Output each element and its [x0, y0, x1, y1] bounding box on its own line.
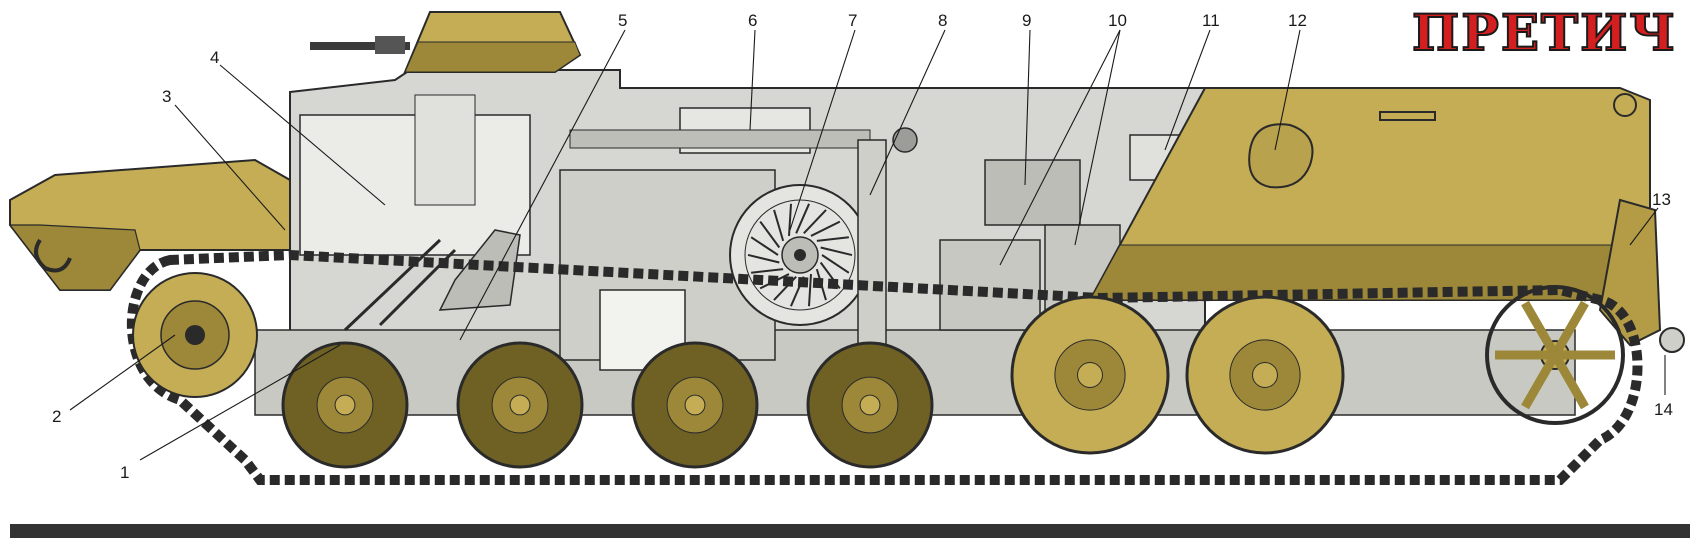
idler-spoke — [1521, 352, 1559, 410]
fuel-tank-left — [939, 239, 1041, 331]
driver-panel — [414, 94, 476, 206]
fan-blade — [803, 209, 827, 235]
fan-blade — [820, 246, 853, 257]
leader-13 — [1629, 207, 1659, 246]
machine-gun-mount — [375, 36, 405, 54]
fan-blade — [816, 236, 849, 242]
callout-10: 10 — [1108, 11, 1127, 30]
callout-1: 1 — [120, 463, 129, 482]
fan-blade — [821, 254, 850, 274]
turret-shade — [404, 41, 581, 73]
leader-3 — [174, 104, 286, 231]
leader-7 — [789, 29, 856, 231]
callout-12: 12 — [1288, 11, 1307, 30]
fan-blade — [750, 236, 779, 256]
road-wheel — [1185, 295, 1345, 455]
callout-11: 11 — [1202, 11, 1220, 30]
leader-6 — [749, 29, 756, 131]
road-wheel — [1010, 295, 1170, 455]
leader-2 — [69, 334, 176, 411]
callout-leaders — [69, 29, 1666, 461]
fan-blade — [795, 203, 810, 234]
rear-hatch — [1248, 123, 1314, 189]
bow-shade — [8, 224, 141, 291]
brand-logo: ПРЕТИЧ — [1412, 3, 1677, 62]
ground-line — [10, 524, 1690, 538]
callout-7: 7 — [848, 11, 857, 30]
rear-light — [1613, 93, 1637, 117]
road-wheel — [456, 341, 584, 469]
track — [126, 249, 1643, 485]
fan-blade — [788, 203, 793, 237]
idler-spoke — [1521, 300, 1559, 358]
callout-2: 2 — [52, 407, 61, 426]
leader-9 — [1024, 29, 1031, 186]
idler-wheel — [1485, 285, 1625, 425]
callout-5: 5 — [618, 11, 627, 30]
leader-4 — [219, 64, 386, 206]
road-wheel — [631, 341, 759, 469]
leader-8 — [869, 29, 946, 196]
callout-6: 6 — [748, 11, 757, 30]
drive-sprocket — [132, 272, 258, 398]
fan-blade — [747, 253, 780, 264]
hatch-handle — [1379, 111, 1436, 121]
machine-gun — [310, 42, 410, 50]
callout-3: 3 — [162, 87, 171, 106]
leader-5 — [459, 29, 626, 341]
leader-12 — [1274, 29, 1301, 151]
leader-10a — [999, 29, 1121, 266]
callout-labels: 1 2 3 4 5 6 7 8 9 10 11 12 13 14 — [52, 11, 1673, 482]
intake-duct — [569, 129, 871, 149]
fan-blade — [759, 220, 781, 249]
tow-hook — [34, 238, 72, 273]
leader-11 — [1164, 29, 1211, 151]
callout-14: 14 — [1654, 400, 1673, 419]
fuel-tank-upper — [984, 159, 1081, 226]
exhaust-cap — [892, 127, 918, 153]
fan-blade — [773, 209, 785, 242]
cooling-fan — [729, 184, 871, 326]
hull — [8, 11, 1685, 416]
road-wheel — [806, 341, 934, 469]
idler-spoke — [1551, 300, 1589, 358]
callout-9: 9 — [1022, 11, 1031, 30]
callout-8: 8 — [938, 11, 947, 30]
fan-blade — [751, 268, 784, 274]
idler-spoke — [1551, 352, 1589, 410]
fan-blade — [810, 220, 841, 237]
running-gear — [126, 249, 1643, 485]
leader-10b — [1074, 29, 1121, 246]
rear-lower-plate — [1598, 198, 1662, 347]
fan-blade — [807, 273, 812, 307]
callout-4: 4 — [210, 48, 219, 67]
road-wheel — [281, 341, 409, 469]
towing-eye — [1659, 327, 1685, 353]
callout-13: 13 — [1652, 190, 1671, 209]
leader-1 — [139, 344, 341, 461]
